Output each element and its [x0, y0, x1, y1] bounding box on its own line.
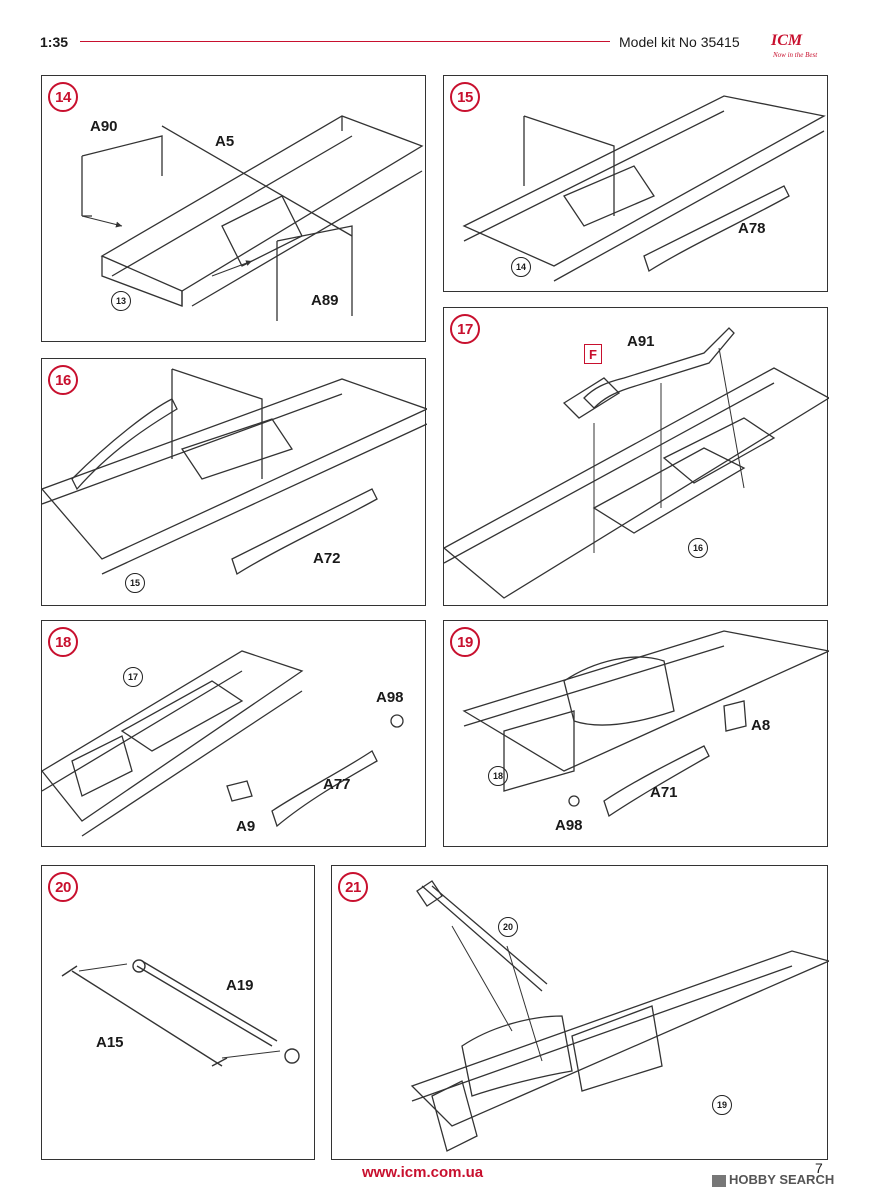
step-15-panel: 15 A78 14 [443, 75, 828, 292]
step-21-panel: 21 20 19 [331, 865, 829, 1160]
step-21-badge: 21 [338, 872, 368, 902]
page-number: 7 [815, 1160, 823, 1176]
part-label-a77: A77 [323, 776, 351, 793]
step-15-badge: 15 [450, 82, 480, 112]
part-label-a89: A89 [311, 292, 339, 309]
step-ref-19: 19 [712, 1095, 732, 1115]
step-16-panel: 16 A72 15 [41, 358, 427, 606]
part-label-a9: A9 [236, 818, 256, 835]
logo-brand: ICM [771, 32, 803, 49]
step-15-drawing [462, 95, 826, 282]
step-ref-20: 20 [498, 917, 518, 937]
step-ref-18: 18 [488, 766, 508, 786]
icm-logo: ICM Now in the Best [765, 30, 835, 70]
step-19-badge: 19 [450, 627, 480, 657]
step-ref-13: 13 [111, 291, 131, 311]
part-label-a91: A91 [627, 333, 655, 350]
step-19-panel: 19 A8 A71 A98 18 [443, 620, 829, 847]
step-14-drawing [81, 115, 424, 321]
step-14-panel: 14 A90 A5 A89 13 [41, 75, 426, 342]
step-17-badge: 17 [450, 314, 480, 344]
part-label-a19: A19 [226, 977, 254, 994]
step-18-panel: 18 A98 A77 A9 17 [41, 620, 426, 847]
step-ref-14: 14 [511, 257, 531, 277]
part-label-a72: A72 [313, 550, 341, 567]
step-ref-17: 17 [123, 667, 143, 687]
color-code-f: F [584, 344, 602, 364]
watermark-icon [712, 1174, 726, 1187]
part-label-a90: A90 [90, 118, 118, 135]
part-label-a78: A78 [738, 220, 766, 237]
kit-number: Model kit No 35415 [619, 34, 740, 50]
step-21-drawing [410, 880, 829, 1152]
step-20-badge: 20 [48, 872, 78, 902]
step-18-drawing [42, 650, 404, 837]
step-17-panel: 17 F A91 16 [443, 307, 829, 606]
step-ref-16: 16 [688, 538, 708, 558]
part-label-a98-step18: A98 [376, 689, 404, 706]
step-20-panel: 20 A19 A15 [41, 865, 315, 1160]
part-label-a15: A15 [96, 1034, 124, 1051]
header-rule [80, 41, 610, 42]
part-label-a71: A71 [650, 784, 678, 801]
watermark-text: HOBBY SEARCH [729, 1172, 835, 1187]
step-20-drawing [61, 959, 300, 1067]
scale-label: 1:35 [40, 34, 69, 50]
step-17-drawing [444, 327, 829, 599]
logo-tagline: Now in the Best [773, 51, 818, 59]
step-16-badge: 16 [48, 365, 78, 395]
step-ref-15: 15 [125, 573, 145, 593]
part-label-a8: A8 [751, 717, 771, 734]
step-14-badge: 14 [48, 82, 78, 112]
website-link[interactable]: www.icm.com.ua [362, 1164, 484, 1181]
hobbysearch-watermark: HOBBY SEARCH [712, 1172, 834, 1187]
step-19-drawing [462, 630, 829, 818]
part-label-a5: A5 [215, 133, 235, 150]
step-18-badge: 18 [48, 627, 78, 657]
step-16-drawing [42, 368, 427, 575]
part-label-a98-step19: A98 [555, 817, 583, 834]
